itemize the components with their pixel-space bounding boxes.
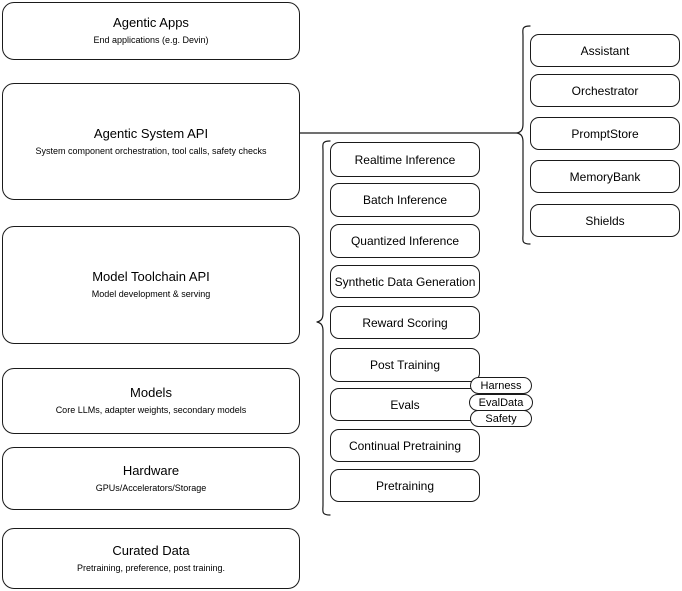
agentic-system-item-shields[interactable]: Shields: [530, 204, 680, 237]
eval-tag-evaldata[interactable]: EvalData: [469, 394, 533, 411]
toolchain-item-reward-scoring[interactable]: Reward Scoring: [330, 306, 480, 339]
agentic-system-item-memorybank[interactable]: MemoryBank: [530, 160, 680, 193]
stack-layer-subtitle: GPUs/Accelerators/Storage: [95, 482, 207, 493]
toolchain-item-post-training[interactable]: Post Training: [330, 348, 480, 382]
toolchain-item-continual-pretraining[interactable]: Continual Pretraining: [330, 429, 480, 462]
stack-layer-models[interactable]: Models Core LLMs, adapter weights, secon…: [2, 368, 300, 434]
stack-layer-model-toolchain-api[interactable]: Model Toolchain API Model development & …: [2, 226, 300, 344]
stack-layer-title: Agentic System API: [93, 125, 209, 141]
stack-layer-agentic-system-api[interactable]: Agentic System API System component orch…: [2, 83, 300, 200]
stack-layer-curated-data[interactable]: Curated Data Pretraining, preference, po…: [2, 528, 300, 589]
toolchain-item-synthetic-data-generation[interactable]: Synthetic Data Generation: [330, 265, 480, 298]
stack-layer-subtitle: End applications (e.g. Devin): [93, 35, 209, 45]
model-toolchain-brace: [316, 140, 331, 516]
stack-layer-title: Model Toolchain API: [92, 269, 210, 284]
stack-layer-agentic-apps[interactable]: Agentic Apps End applications (e.g. Devi…: [2, 2, 300, 60]
toolchain-item-pretraining[interactable]: Pretraining: [330, 469, 480, 502]
stack-layer-title: Curated Data: [112, 542, 190, 558]
toolchain-item-quantized-inference[interactable]: Quantized Inference: [330, 224, 480, 258]
toolchain-item-evals[interactable]: Evals: [330, 388, 480, 421]
stack-layer-subtitle: Core LLMs, adapter weights, secondary mo…: [55, 405, 247, 415]
stack-layer-subtitle: System component orchestration, tool cal…: [35, 145, 267, 156]
stack-layer-title: Agentic Apps: [113, 15, 189, 30]
agentic-system-item-promptstore[interactable]: PromptStore: [530, 117, 680, 150]
toolchain-item-realtime-inference[interactable]: Realtime Inference: [330, 142, 480, 177]
stack-layer-subtitle: Model development & serving: [91, 289, 211, 299]
agentic-system-item-orchestrator[interactable]: Orchestrator: [530, 74, 680, 107]
eval-tag-harness[interactable]: Harness: [470, 377, 532, 394]
agentic-system-item-assistant[interactable]: Assistant: [530, 34, 680, 67]
eval-tag-safety[interactable]: Safety: [470, 410, 532, 427]
stack-layer-title: Models: [130, 385, 172, 400]
stack-layer-title: Hardware: [122, 462, 180, 478]
agentic-system-brace: [516, 25, 531, 245]
toolchain-item-batch-inference[interactable]: Batch Inference: [330, 183, 480, 217]
stack-layer-hardware[interactable]: Hardware GPUs/Accelerators/Storage: [2, 447, 300, 510]
stack-layer-subtitle: Pretraining, preference, post training.: [76, 562, 226, 573]
